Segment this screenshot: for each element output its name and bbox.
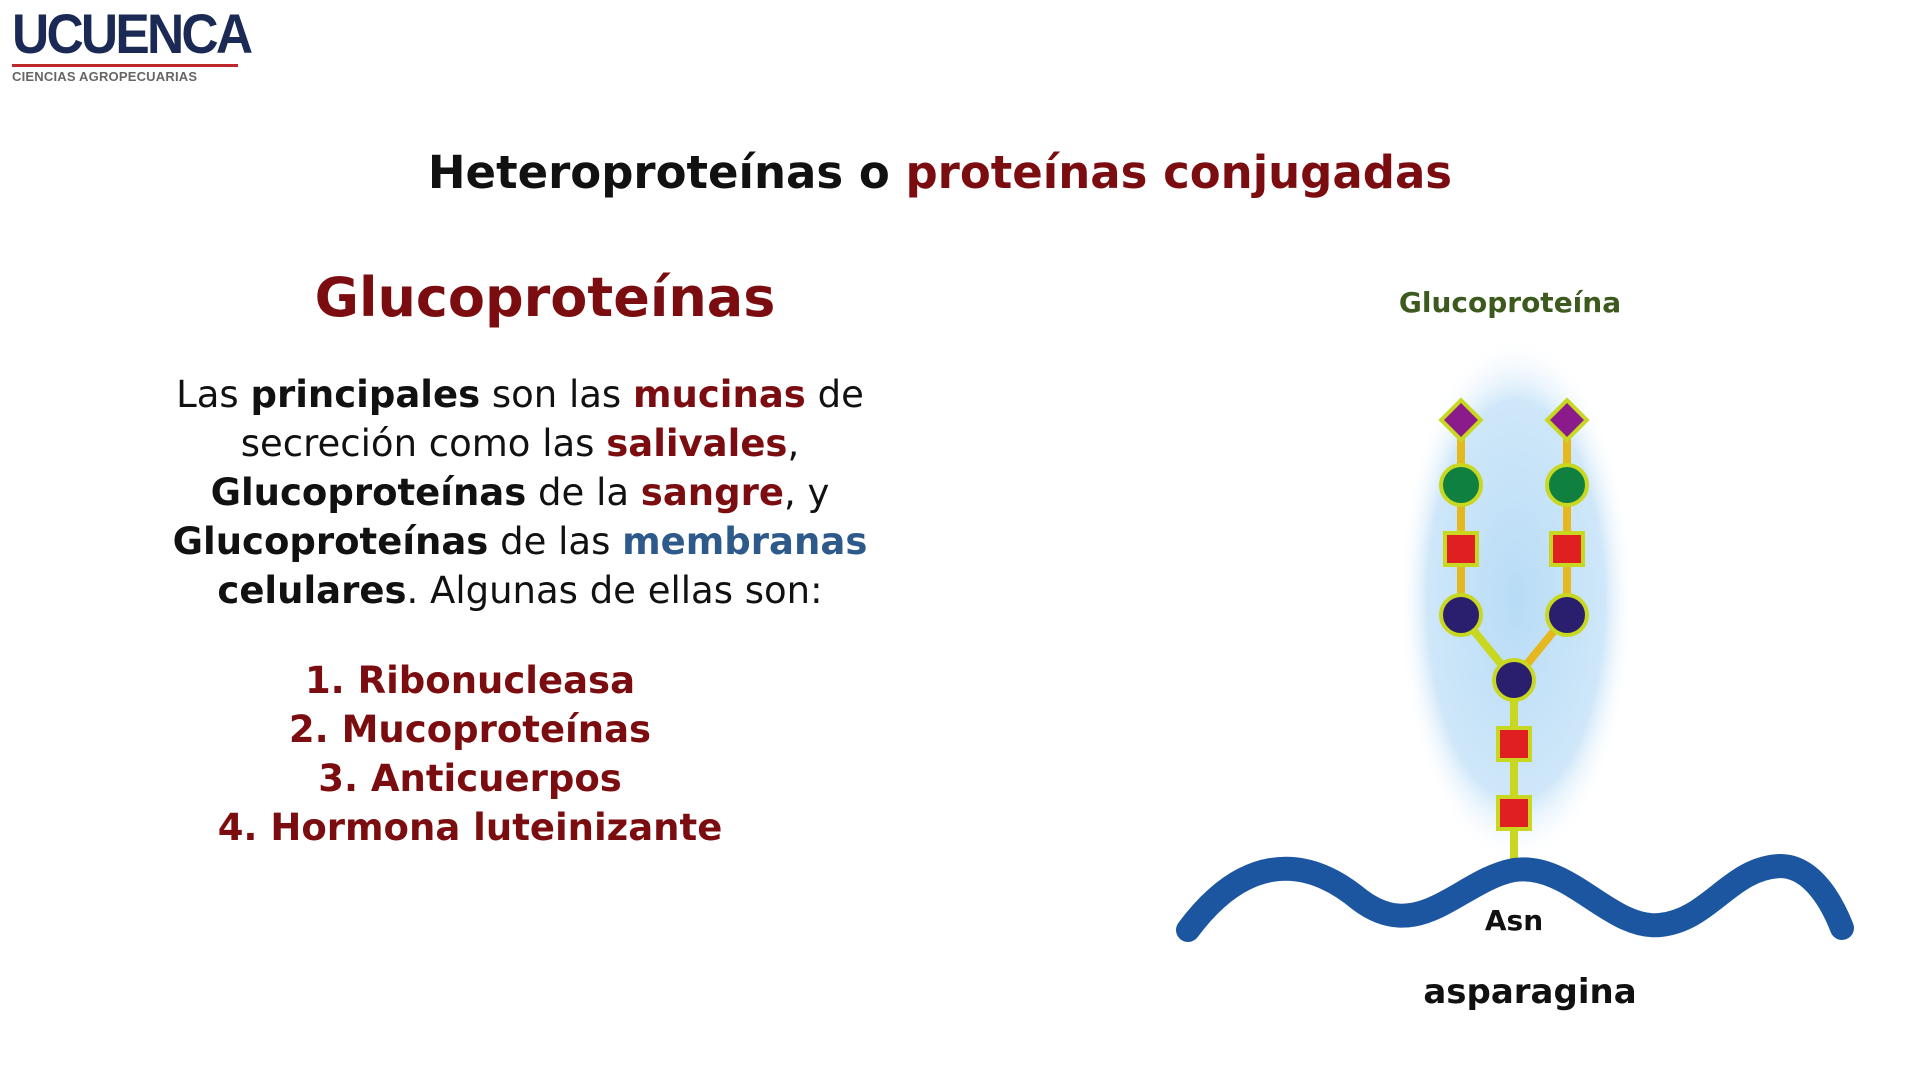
emphasis-principales: principales <box>250 373 481 416</box>
description-paragraph: Las principales son las mucinas de secre… <box>90 370 950 615</box>
text: , <box>787 422 800 465</box>
protein-backbone <box>1176 853 1854 942</box>
emphasis-celulares: celulares <box>217 569 407 612</box>
text: , y <box>783 471 830 514</box>
title-part-2: proteínas conjugadas <box>905 146 1453 199</box>
list-item: 3. Anticuerpos <box>318 757 622 800</box>
emphasis-mucinas: mucinas <box>632 373 806 416</box>
text: son las <box>480 373 633 416</box>
circle-icon <box>1439 593 1589 702</box>
text: de la <box>526 471 641 514</box>
list-item: 4. Hormona luteinizante <box>217 806 723 849</box>
text: Las <box>176 373 251 416</box>
diagram-label: Glucoproteína <box>1398 286 1622 319</box>
circle-icon <box>1439 463 1589 507</box>
text: de secreción como las <box>240 373 864 465</box>
square-icon <box>1443 531 1585 831</box>
emphasis-glucoproteinas: Glucoproteínas <box>172 520 489 563</box>
emphasis-sangre: sangre <box>640 471 784 514</box>
list-item: 1. Ribonucleasa <box>304 659 636 702</box>
logo-subtitle: CIENCIAS AGROPECUARIAS <box>12 69 198 84</box>
emphasis-salivales: salivales <box>606 422 788 465</box>
asn-label: Asn <box>1484 904 1544 937</box>
emphasis-membranas: membranas <box>622 520 868 563</box>
logo-wordmark: UCUENCA <box>12 2 253 65</box>
examples-list: 1. Ribonucleasa 2. Mucoproteínas 3. Anti… <box>200 656 740 852</box>
diagram-caption: asparagina <box>1423 972 1637 1012</box>
list-item: 2. Mucoproteínas <box>288 708 652 751</box>
section-heading: Glucoproteínas <box>314 266 776 329</box>
emphasis-glucoproteinas: Glucoproteínas <box>210 471 527 514</box>
ucuenca-logo: UCUENCA CIENCIAS AGROPECUARIAS <box>12 2 253 84</box>
text: de las <box>488 520 623 563</box>
text: . Algunas de ellas son: <box>406 569 823 612</box>
logo-divider <box>12 64 238 67</box>
title-part-1: Heteroproteínas o <box>427 146 906 199</box>
diamond-icon <box>1438 397 1590 443</box>
slide-title: Heteroproteínas o proteínas conjugadas <box>0 146 1880 199</box>
